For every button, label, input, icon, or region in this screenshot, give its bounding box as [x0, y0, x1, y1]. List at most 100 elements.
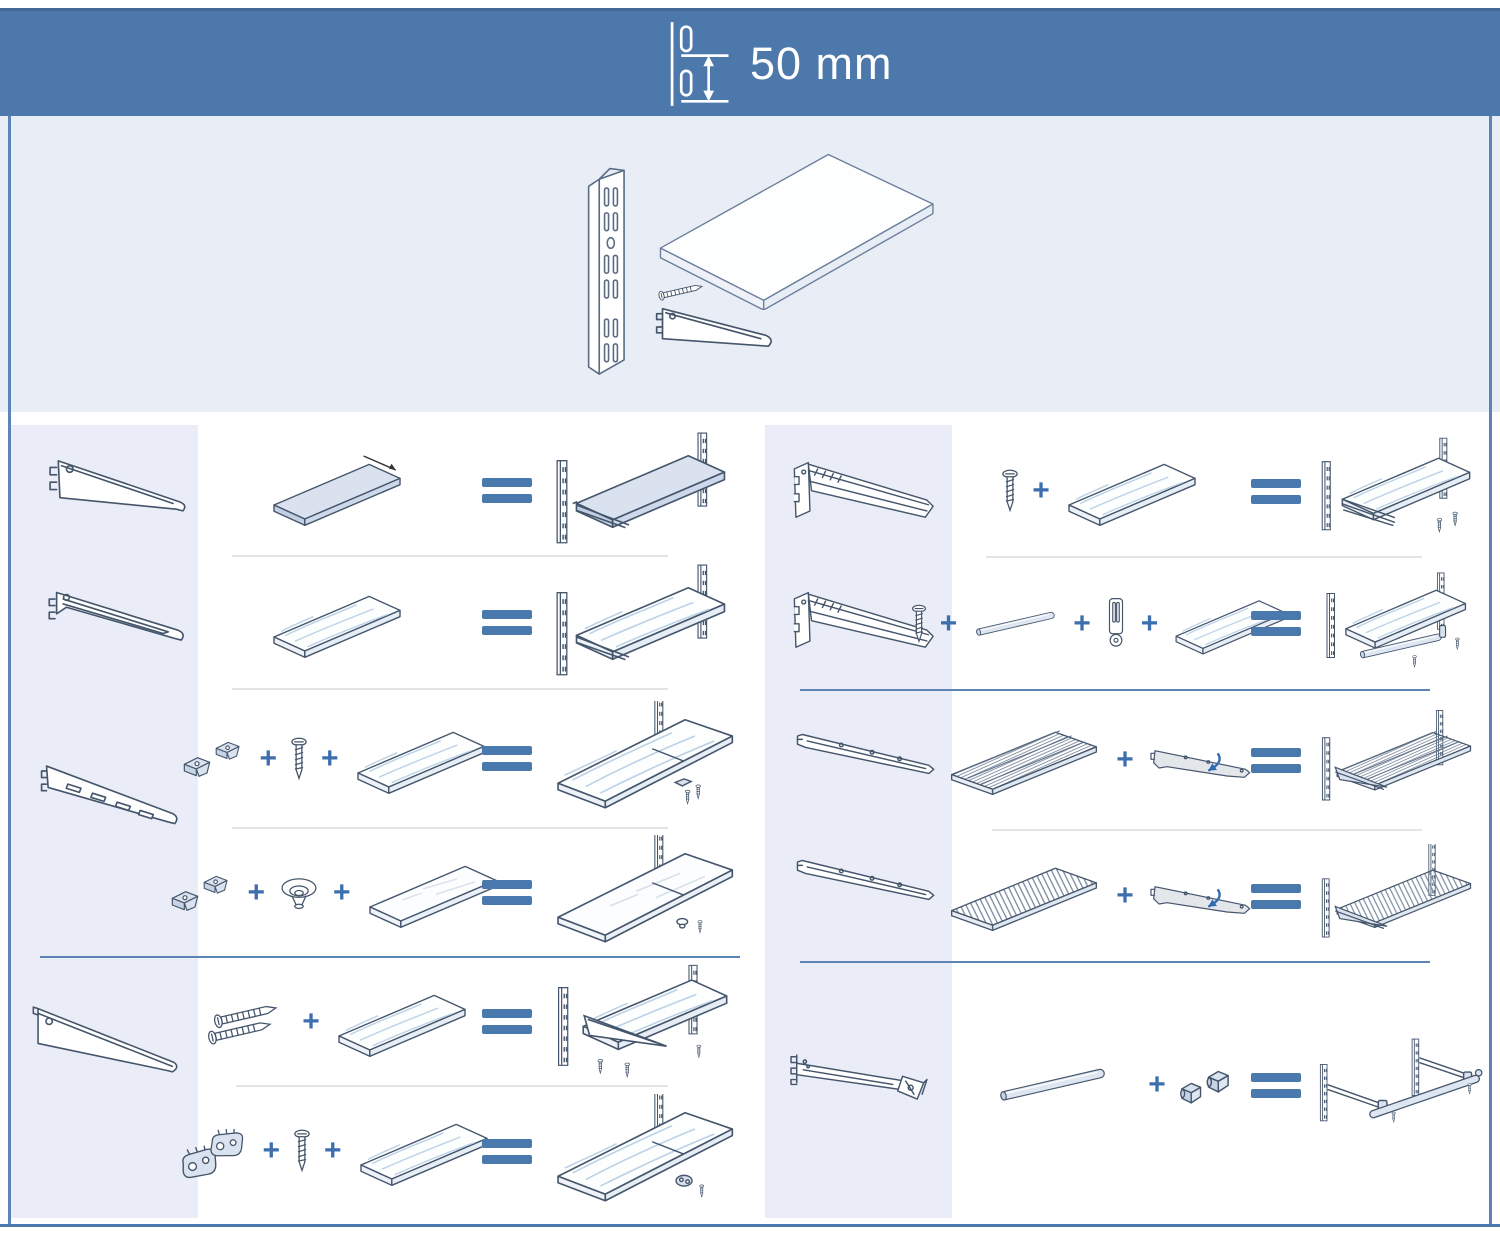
plus-sign: + — [259, 741, 277, 775]
hang-rail-icon — [968, 1065, 1136, 1105]
continuous-shelf-plate-joint-icon — [551, 1094, 741, 1209]
assembled-result — [546, 1094, 746, 1209]
plus-sign: + — [1116, 879, 1134, 912]
shelf-clips-icon — [183, 734, 247, 784]
wood-shelf-icon — [354, 1111, 494, 1191]
hero-section — [0, 116, 1500, 412]
equals-sign — [478, 610, 536, 635]
plus-sign: + — [1116, 743, 1134, 776]
plus-sign: + — [302, 1004, 320, 1038]
plus-sign: + — [939, 606, 958, 640]
assembled-result — [546, 962, 746, 1082]
parts-group: + — [965, 1064, 1237, 1106]
parts-group — [206, 583, 468, 663]
mounting-screw-icon — [656, 278, 708, 302]
plus-sign: + — [247, 875, 265, 909]
page-border-bottom — [0, 1224, 1500, 1227]
screw-icon — [910, 602, 928, 646]
row-divider — [232, 688, 668, 690]
connector-plates-icon — [180, 1120, 250, 1182]
assembled-result — [546, 564, 746, 682]
row-divider — [986, 556, 1422, 558]
assembly-row — [206, 425, 746, 556]
equals-sign — [1247, 478, 1305, 504]
parts-group: + — [965, 858, 1237, 934]
ventilated-shelf-icon — [944, 858, 1104, 934]
wire-shelf-bracket-icon — [791, 723, 941, 793]
screw-icon — [1000, 467, 1020, 515]
equals-sign — [478, 1009, 536, 1034]
wood-shelf-on-brackets-icon — [551, 564, 741, 682]
plus-sign: + — [1140, 606, 1159, 640]
screw-icon — [289, 735, 309, 783]
header-banner: 50 mm — [0, 8, 1500, 116]
assembled-result — [1315, 1033, 1485, 1138]
assembled-result — [546, 701, 746, 816]
row-divider — [236, 1085, 668, 1087]
right-bracket-sidebar — [765, 425, 952, 1218]
shelf-bracket-icon — [652, 302, 778, 357]
hang-rod-icon — [969, 605, 1061, 643]
plus-sign: + — [262, 1134, 280, 1167]
equals-sign — [1247, 883, 1305, 909]
slotted-shelf-bracket-icon — [35, 751, 187, 837]
assembly-row: ++ — [206, 1086, 746, 1216]
folded-lip-bracket-icon — [45, 581, 197, 663]
rod-holder-bracket-icon — [783, 1047, 935, 1117]
assembly-row: ++ — [206, 689, 746, 828]
wood-screws-icon — [202, 996, 290, 1048]
snap-bracket-icon — [1146, 736, 1258, 784]
screw-icon — [292, 1127, 312, 1175]
single-shelf-bracket-icon — [45, 451, 197, 533]
metal-shelf-icon — [267, 451, 407, 531]
shelf-clips-icon — [171, 868, 235, 918]
row-divider — [232, 555, 668, 557]
wide-support-bracket-icon — [27, 999, 185, 1091]
wall-upright-icon — [578, 158, 640, 390]
equals-sign — [1247, 1072, 1305, 1098]
wood-shelf-on-heavy-duty-brackets-icon — [1318, 435, 1483, 547]
parts-group: + — [206, 982, 468, 1062]
snap-bracket-icon — [1146, 872, 1258, 920]
assembly-row: + — [965, 425, 1485, 557]
assembled-result — [1315, 844, 1485, 949]
metal-shelf-on-brackets-icon — [551, 432, 741, 550]
rod-holder-icon — [1103, 596, 1129, 652]
wire-shelf-mounted-icon — [1320, 708, 1480, 813]
parts-group: +++ — [965, 589, 1237, 659]
wood-shelf-icon — [351, 719, 491, 799]
parts-group: + — [965, 722, 1237, 798]
equals-sign — [1247, 747, 1305, 773]
measurement-label: 50 mm — [750, 37, 893, 89]
plus-sign: + — [321, 741, 339, 775]
rubber-pad-icon — [277, 874, 321, 912]
equals-sign — [478, 1138, 536, 1164]
parts-group: ++ — [206, 853, 468, 933]
slot-spacing-gauge-icon — [670, 21, 729, 106]
parts-group: ++ — [206, 1111, 468, 1191]
plus-sign: + — [333, 875, 351, 909]
rail-end-caps-icon — [1178, 1064, 1234, 1106]
assembly-row — [206, 556, 746, 689]
assembly-row: + — [965, 690, 1485, 830]
page-border-right — [1489, 116, 1492, 1226]
equals-sign — [478, 746, 536, 771]
row-divider — [992, 829, 1422, 831]
equals-sign — [478, 880, 536, 905]
parts-group: ++ — [206, 719, 468, 799]
page-border-left — [8, 116, 11, 1226]
parts-group — [206, 451, 468, 531]
wood-shelf-icon — [1062, 451, 1202, 531]
heavy-duty-bracket-icon — [785, 449, 937, 541]
row-divider — [232, 827, 668, 829]
ventilated-shelf-mounted-icon — [1320, 844, 1480, 949]
assembled-result — [546, 432, 746, 550]
plus-sign: + — [1073, 606, 1091, 640]
assembled-result — [1315, 435, 1485, 547]
wood-shelf-on-wide-bracket-icon — [551, 962, 741, 1082]
wood-shelf-icon — [332, 982, 472, 1062]
equals-sign — [1247, 611, 1305, 636]
assembled-result — [1315, 568, 1485, 680]
assembly-row: + — [965, 1000, 1485, 1170]
